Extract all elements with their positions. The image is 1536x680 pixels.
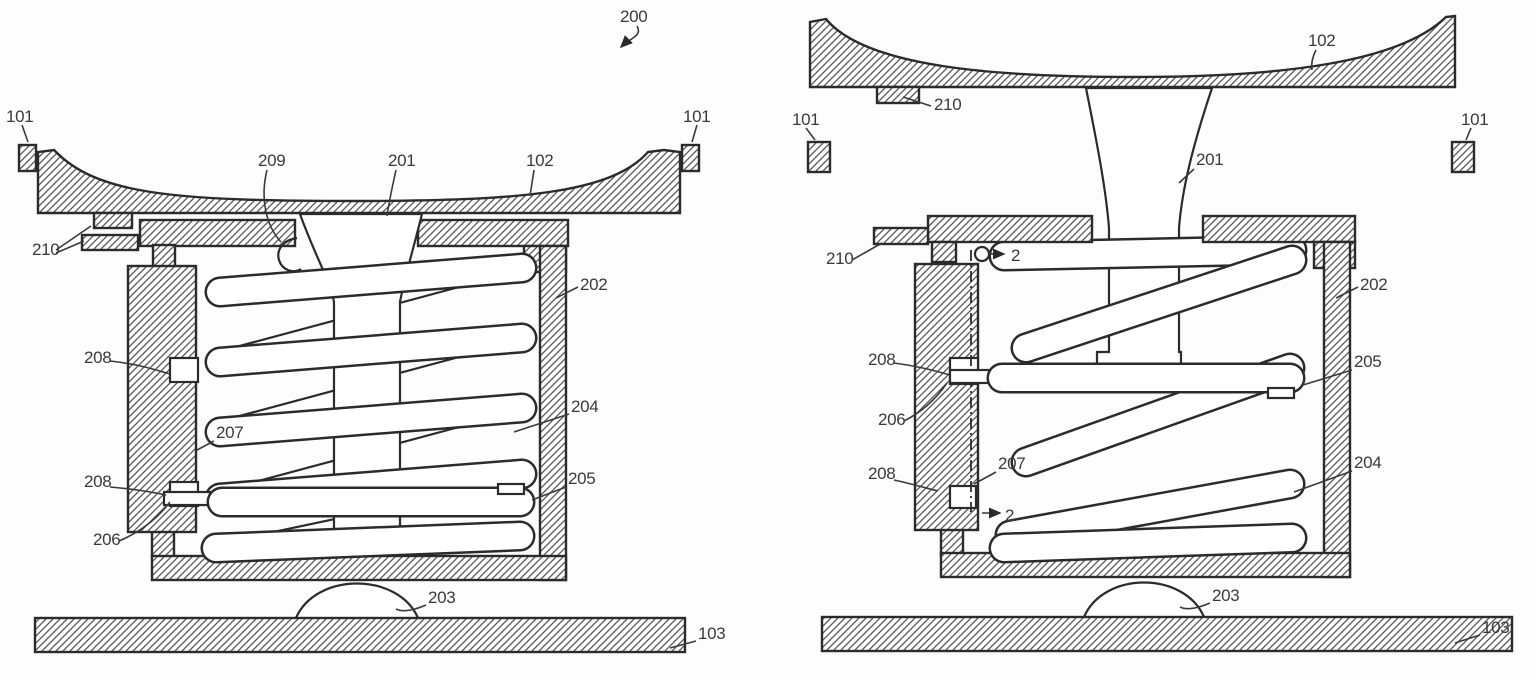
label-204: 204 [1354, 453, 1381, 472]
right-view-labels: 102 210 101 101 201 210 202 2 208 205 20… [792, 31, 1510, 644]
label-208-lower: 208 [868, 464, 895, 483]
housing-top-plate-right [1201, 214, 1357, 244]
label-208-upper: 208 [868, 350, 895, 369]
label-205: 205 [568, 469, 595, 488]
label-2-bottom: 2 [1005, 506, 1014, 525]
label-203: 203 [1212, 586, 1239, 605]
flange-tab-lower [80, 233, 140, 252]
label-208-upper: 208 [84, 348, 111, 367]
label-102: 102 [526, 151, 553, 170]
keycap-stem [1084, 86, 1214, 366]
keycap-cross-section [36, 148, 682, 215]
label-207: 207 [216, 423, 243, 442]
label-103: 103 [698, 624, 725, 643]
label-101-right: 101 [683, 107, 710, 126]
housing-top-plate-right [416, 218, 570, 248]
actuator-bar [986, 362, 1306, 400]
label-206: 206 [878, 410, 905, 429]
keycap-cross-section [808, 14, 1457, 89]
left-view: 200 101 101 209 201 102 210 202 208 207 … [6, 7, 726, 654]
flange-tab-upper [92, 211, 134, 230]
coil-spring-top [988, 234, 1308, 364]
label-101-right: 101 [1461, 110, 1488, 129]
label-202: 202 [1360, 275, 1387, 294]
label-210: 210 [32, 240, 59, 259]
label-209: 209 [258, 151, 285, 170]
label-204: 204 [571, 397, 598, 416]
spring-end-curl [973, 245, 991, 263]
left-view-labels: 200 101 101 209 201 102 210 202 208 207 … [6, 7, 726, 649]
base-plate [33, 616, 687, 654]
label-205: 205 [1354, 352, 1381, 371]
actuator-bar [206, 482, 536, 518]
label-202: 202 [580, 275, 607, 294]
retention-clip-right [680, 143, 701, 173]
label-200: 200 [620, 7, 647, 26]
label-210-side: 210 [826, 249, 853, 268]
label-210-top: 210 [934, 95, 961, 114]
label-101-left: 101 [6, 107, 33, 126]
label-203: 203 [428, 588, 455, 607]
housing-top-plate-left [138, 218, 297, 248]
label-101-left: 101 [792, 110, 819, 129]
coil-spring-bottom [988, 468, 1308, 564]
label-207: 207 [998, 454, 1025, 473]
label-201: 201 [1196, 150, 1223, 169]
retention-clip-left [806, 140, 832, 174]
coil-spring-bottom [200, 520, 536, 564]
label-201: 201 [388, 151, 415, 170]
label-2-top: 2 [1011, 246, 1020, 265]
label-103: 103 [1482, 618, 1509, 637]
housing-right-wall [538, 244, 568, 582]
housing-bottom-plate [150, 554, 568, 582]
retention-clip-right [1450, 140, 1476, 174]
base-plate [820, 615, 1514, 653]
right-view: 102 210 101 101 201 210 202 2 208 205 20… [792, 14, 1514, 653]
retention-clip-left [17, 143, 38, 173]
dome-switch [1082, 581, 1206, 618]
ledge-notch-lower [948, 484, 978, 510]
ledge-notch-upper [168, 356, 200, 384]
sensing-pin [162, 490, 212, 507]
label-208-lower: 208 [84, 472, 111, 491]
label-102: 102 [1308, 31, 1335, 50]
housing-left-stub-top [930, 240, 958, 264]
flange-tab-side [872, 226, 930, 246]
dome-switch [294, 582, 420, 619]
label-206: 206 [93, 530, 120, 549]
housing-top-plate-left [926, 214, 1094, 244]
